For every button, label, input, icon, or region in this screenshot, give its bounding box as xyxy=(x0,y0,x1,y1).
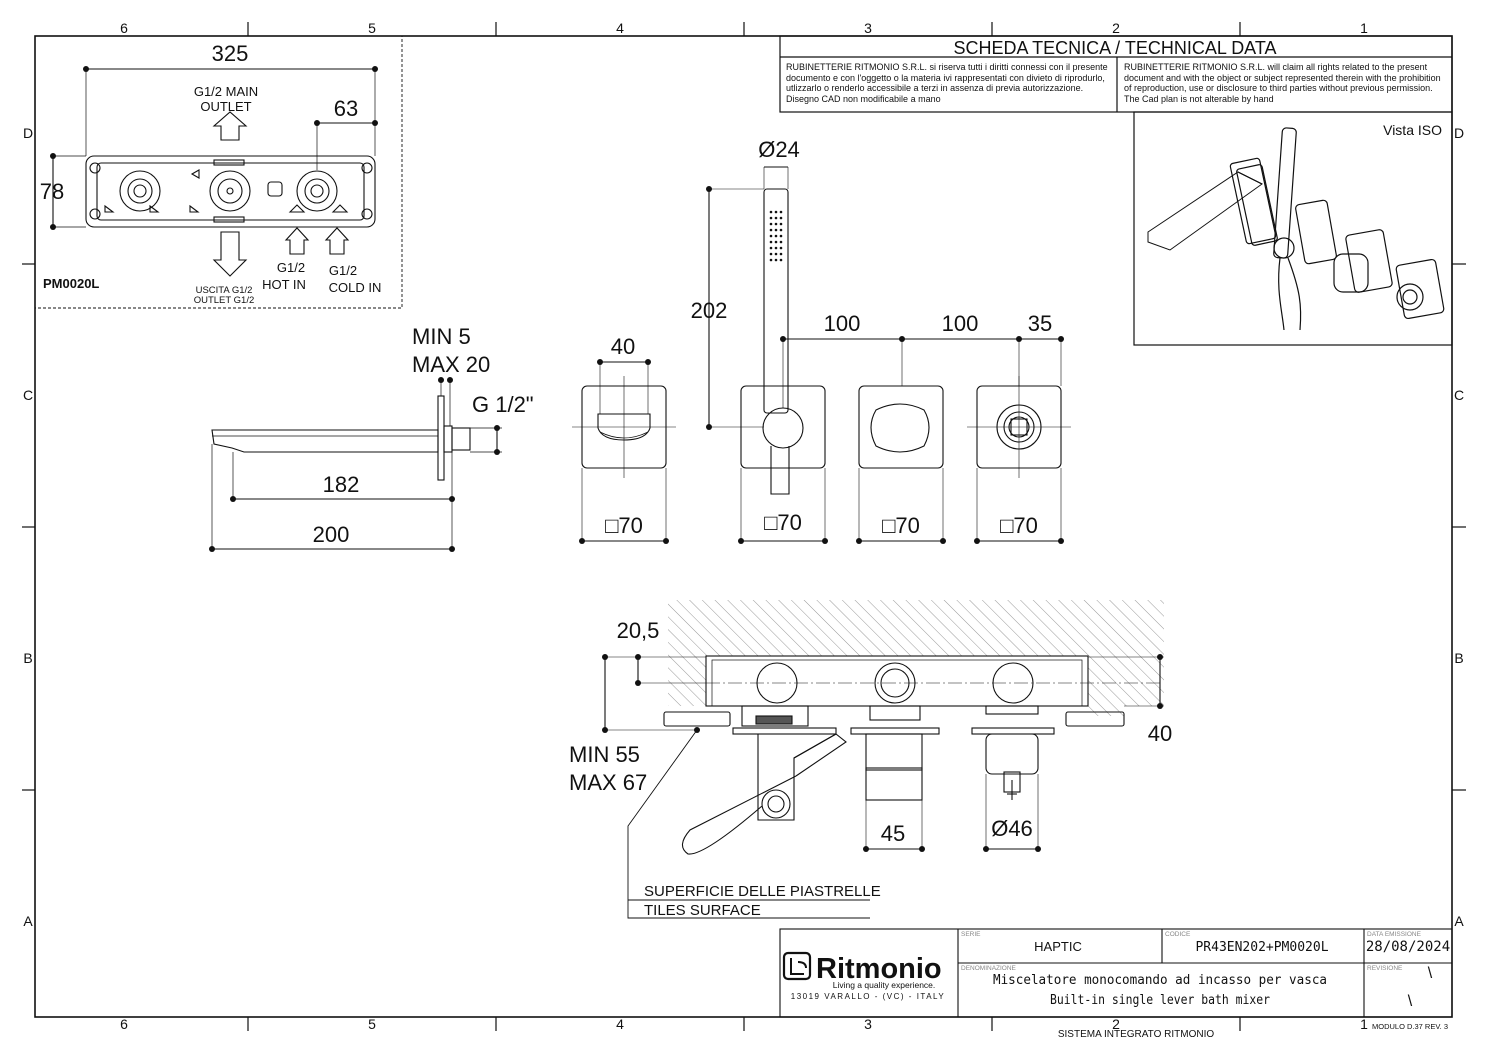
front-dim-markers xyxy=(579,186,1064,544)
tiles-surface-en: TILES SURFACE xyxy=(644,902,761,919)
grid-col-bottom: 3 xyxy=(864,1016,872,1032)
notice-english: RUBINETTERIE RITMONIO S.R.L. will claim … xyxy=(1124,62,1441,104)
spout-dim-200: 200 xyxy=(313,522,350,547)
description-en: Built-in single lever bath mixer xyxy=(1050,993,1270,1008)
section-dim-45: 45 xyxy=(881,821,905,846)
serie-value: HAPTIC xyxy=(1034,939,1082,954)
spout-labels: MIN 5 MAX 20 G 1/2" 182 200 xyxy=(313,324,534,547)
grid-row-right: A xyxy=(1454,913,1464,929)
spout-drawing xyxy=(211,380,502,551)
iso-view-label: Vista ISO xyxy=(1383,122,1442,138)
description-it: Miscelatore monocomando ad incasso per v… xyxy=(993,973,1327,988)
main-outlet-line2: OUTLET xyxy=(200,99,251,114)
grid-col-bottom: 6 xyxy=(120,1016,128,1032)
grid-col-bottom: 2 xyxy=(1112,1016,1120,1032)
sistema-integrato: SISTEMA INTEGRATO RITMONIO xyxy=(1058,1029,1215,1040)
hand-shower-nozzles xyxy=(769,210,783,262)
front-dim-100a: 100 xyxy=(824,311,861,336)
body-box-drawing xyxy=(34,35,403,309)
grid-col-top: 6 xyxy=(120,20,128,36)
front-view-labels: 40 202 Ø24 100 100 35 □70 □70 □70 □70 xyxy=(605,137,1052,538)
uscita-line1: USCITA G1/2 xyxy=(196,285,253,296)
grid-col-bottom: 5 xyxy=(368,1016,376,1032)
brand-tagline: Living a quality experience. xyxy=(833,980,936,990)
section-dim-46: Ø46 xyxy=(991,816,1033,841)
spout-max: MAX 20 xyxy=(412,352,490,377)
grid-col-top: 4 xyxy=(616,20,624,36)
body-dim-height: 78 xyxy=(40,179,64,204)
body-dim-offset: 63 xyxy=(334,96,358,121)
denominazione-label: DENOMINAZIONE xyxy=(961,965,1017,972)
spout-thread: G 1/2" xyxy=(472,392,534,417)
section-outline xyxy=(604,655,1164,919)
revisione-label: REVISIONE xyxy=(1367,965,1403,972)
hot-in-line2: HOT IN xyxy=(262,277,306,292)
front-dim-202: 202 xyxy=(691,298,728,323)
codice-label: CODICE xyxy=(1165,931,1191,938)
cold-in-line1: G1/2 xyxy=(329,263,357,278)
body-box-labels: 325 63 78 G1/2 MAIN OUTLET USCITA G1/2 O… xyxy=(40,41,382,306)
sheet-frame xyxy=(22,22,1466,1031)
revision-mark: \ xyxy=(1428,965,1433,982)
main-outlet-line1: G1/2 MAIN xyxy=(194,84,258,99)
section-max: MAX 67 xyxy=(569,770,647,795)
grid-row-right: C xyxy=(1454,387,1464,403)
grid-col-top: 2 xyxy=(1112,20,1120,36)
section-labels: 20,5 MIN 55 MAX 67 40 45 Ø46 SUPERFICIE … xyxy=(569,618,1172,919)
plate-size-2: □70 xyxy=(764,510,802,535)
data-label: DATA EMISSIONE xyxy=(1367,931,1422,938)
modulo-ref: MODULO D.37 REV. 3 xyxy=(1372,1022,1448,1031)
grid-col-bottom: 1 xyxy=(1360,1016,1368,1032)
grid-col-bottom: 4 xyxy=(616,1016,624,1032)
grid-row-left: A xyxy=(23,913,33,929)
front-dim-100b: 100 xyxy=(942,311,979,336)
grid-labels: 6 5 4 3 2 1 6 5 4 3 2 1 D C B A D C B A xyxy=(23,20,1464,1032)
title-block-text: Ritmonio Living a quality experience. 13… xyxy=(791,931,1450,1040)
iso-view-box xyxy=(1133,111,1453,346)
front-dim-35: 35 xyxy=(1028,311,1052,336)
spout-dim-182: 182 xyxy=(323,472,360,497)
plate-size-4: □70 xyxy=(1000,513,1038,538)
body-dim-markers xyxy=(50,66,378,230)
notice-italian: RUBINETTERIE RITMONIO S.R.L. si riserva … xyxy=(786,62,1108,104)
grid-col-top: 5 xyxy=(368,20,376,36)
grid-row-left: C xyxy=(23,387,33,403)
serie-label: SERIE xyxy=(961,931,981,938)
section-min: MIN 55 xyxy=(569,742,640,767)
cold-in-line2: COLD IN xyxy=(329,280,382,295)
plate-size-3: □70 xyxy=(882,513,920,538)
plate-size-1: □70 xyxy=(605,513,643,538)
header-box xyxy=(779,35,1453,113)
grid-row-left: D xyxy=(23,125,33,141)
body-code: PM0020L xyxy=(43,276,99,291)
grid-row-right: D xyxy=(1454,125,1464,141)
grid-col-top: 1 xyxy=(1360,20,1368,36)
section-dim-markers xyxy=(602,654,1163,852)
body-dim-width: 325 xyxy=(212,41,249,66)
revision-mark: \ xyxy=(1408,993,1413,1010)
spout-min: MIN 5 xyxy=(412,324,471,349)
front-dim-24: Ø24 xyxy=(758,137,800,162)
uscita-line2: OUTLET G1/2 xyxy=(194,295,255,306)
spout-dim-markers xyxy=(209,377,500,552)
grid-row-right: B xyxy=(1454,650,1463,666)
section-dim-20-5: 20,5 xyxy=(617,618,660,643)
codice-value: PR43EN202+PM0020L xyxy=(1195,940,1328,955)
data-value: 28/08/2024 xyxy=(1366,939,1450,955)
section-drawing xyxy=(668,600,1164,716)
tiles-surface-it: SUPERFICIE DELLE PIASTRELLE xyxy=(644,883,881,900)
grid-row-left: B xyxy=(23,650,32,666)
grid-col-top: 3 xyxy=(864,20,872,36)
title-block xyxy=(779,928,1453,1018)
front-dim-40: 40 xyxy=(611,334,635,359)
section-dim-40: 40 xyxy=(1148,721,1172,746)
hot-in-line1: G1/2 xyxy=(277,260,305,275)
header-title: SCHEDA TECNICA / TECHNICAL DATA xyxy=(953,38,1276,58)
brand-name: Ritmonio xyxy=(816,953,942,985)
brand-address: 13019 VARALLO - (VC) - ITALY xyxy=(791,992,945,1001)
front-view-drawing xyxy=(572,166,1071,543)
